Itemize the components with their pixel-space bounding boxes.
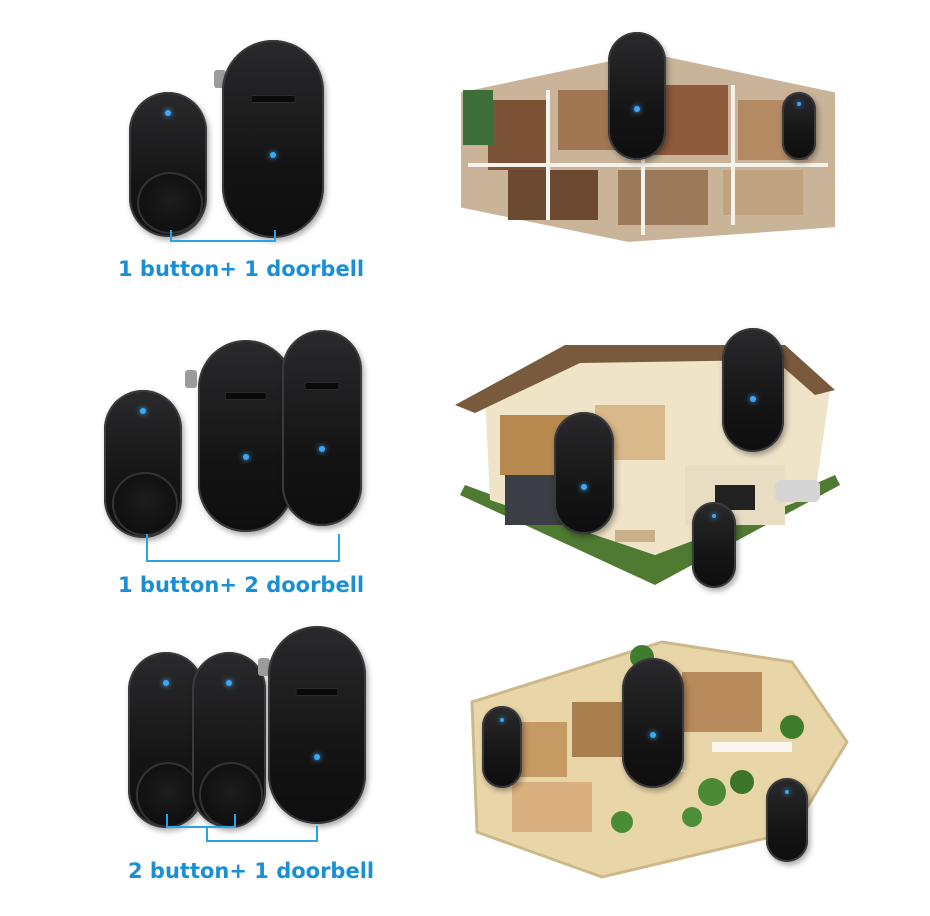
indicator-led bbox=[581, 484, 587, 490]
section-caption: 1 button+ 1 doorbell bbox=[118, 257, 365, 281]
section-1: 1 button+ 1 doorbell bbox=[0, 0, 930, 300]
indicator-led bbox=[314, 754, 320, 760]
section-caption: 2 button+ 1 doorbell bbox=[128, 859, 375, 883]
speaker-slot bbox=[295, 688, 339, 696]
section-2: 1 button+ 2 doorbell bbox=[0, 300, 930, 610]
speaker-slot bbox=[224, 392, 268, 400]
speaker-slot bbox=[250, 95, 296, 103]
indicator-led bbox=[500, 718, 504, 722]
scene-receiver bbox=[554, 412, 614, 534]
doorbell-receiver bbox=[282, 330, 362, 526]
pairing-connector bbox=[166, 814, 236, 828]
scene-receiver bbox=[608, 32, 666, 160]
plug-pin bbox=[258, 658, 270, 676]
doorbell-receiver bbox=[222, 40, 324, 238]
indicator-led bbox=[226, 680, 232, 686]
push-button-transmitter bbox=[104, 390, 182, 538]
button-ring bbox=[111, 472, 179, 536]
scene-button bbox=[766, 778, 808, 862]
section-caption: 1 button+ 2 doorbell bbox=[118, 573, 365, 597]
scene-button bbox=[692, 502, 736, 588]
indicator-led bbox=[165, 110, 171, 116]
pairing-connector bbox=[206, 826, 318, 842]
push-button-transmitter bbox=[192, 652, 266, 828]
push-button-transmitter bbox=[129, 92, 207, 237]
pairing-connector bbox=[170, 230, 276, 242]
indicator-led bbox=[163, 680, 169, 686]
doorbell-receiver bbox=[268, 626, 366, 824]
pairing-connector bbox=[146, 534, 340, 562]
indicator-led bbox=[712, 514, 716, 518]
indicator-led bbox=[270, 152, 276, 158]
speaker-slot bbox=[304, 382, 340, 390]
indicator-led bbox=[750, 396, 756, 402]
doorbell-receiver bbox=[198, 340, 294, 532]
scene-button bbox=[782, 92, 816, 160]
indicator-led bbox=[785, 790, 789, 794]
scene-button bbox=[482, 706, 522, 788]
indicator-led bbox=[319, 446, 325, 452]
indicator-led bbox=[634, 106, 640, 112]
indicator-led bbox=[650, 732, 656, 738]
section-3: 2 button+ 1 doorbell bbox=[0, 610, 930, 916]
indicator-led bbox=[797, 102, 801, 106]
button-ring bbox=[136, 172, 204, 234]
plug-pin bbox=[185, 370, 197, 388]
scene-receiver bbox=[622, 658, 684, 788]
scene-receiver bbox=[722, 328, 784, 452]
indicator-led bbox=[243, 454, 249, 460]
indicator-led bbox=[140, 408, 146, 414]
